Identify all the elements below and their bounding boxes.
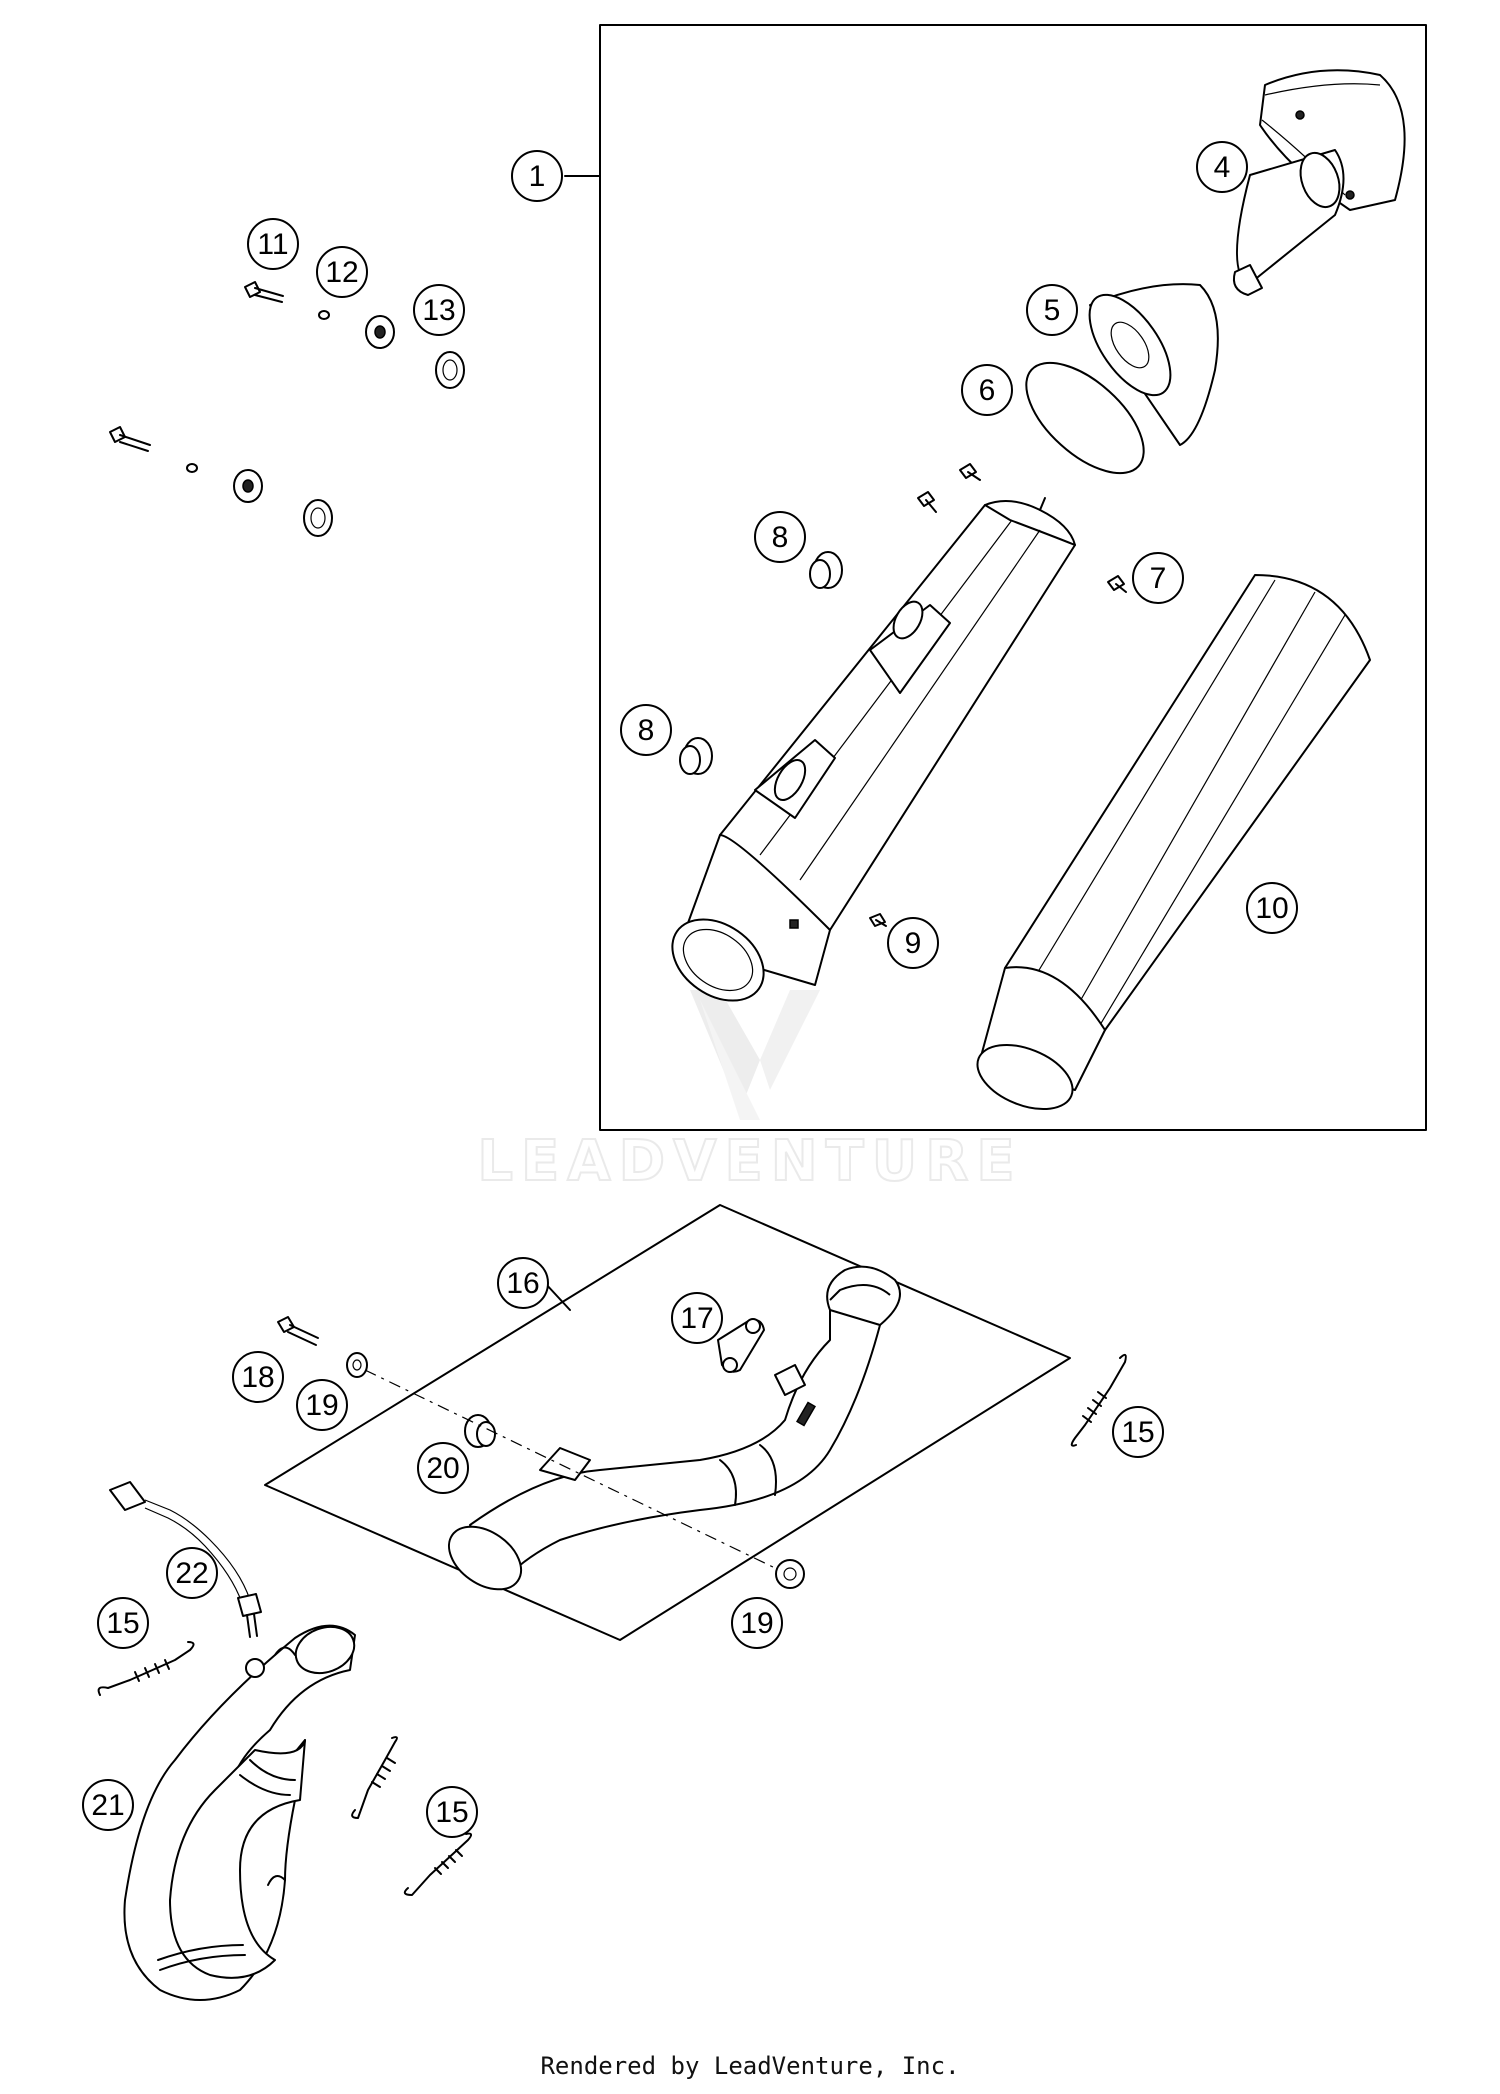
svg-text:15: 15: [1121, 1416, 1154, 1449]
svg-text:8: 8: [638, 714, 655, 747]
callout-22: 22: [166, 1547, 218, 1599]
lambda-sensor: [109, 1481, 262, 1638]
svg-text:11: 11: [257, 228, 288, 261]
svg-text:20: 20: [426, 1452, 459, 1485]
callout-10: 10: [1246, 882, 1298, 934]
manifold-pipe: [447, 1265, 901, 1591]
svg-text:4: 4: [1214, 151, 1231, 184]
callout-9: 9: [887, 917, 939, 969]
svg-text:10: 10: [1255, 892, 1288, 925]
callout-17: 17: [671, 1292, 723, 1344]
callout-5: 5: [1026, 284, 1078, 336]
muffler-body: [671, 497, 1076, 1002]
muffler-assembly-box: [599, 24, 1427, 1131]
manifold-hardware: [277, 1316, 805, 1589]
mounting-hardware-upper: [244, 281, 465, 389]
callout-11: 11: [247, 218, 299, 270]
svg-text:5: 5: [1044, 294, 1061, 327]
bracket: [717, 1318, 765, 1373]
manifold-assembly-box: [264, 1204, 1071, 1641]
svg-text:13: 13: [422, 294, 455, 327]
callout-13: 13: [413, 284, 465, 336]
callout-1: 1: [511, 150, 563, 202]
callout-15b: 15: [97, 1597, 149, 1649]
watermark-logo: [690, 990, 820, 1120]
mounting-hardware-lower: [109, 426, 333, 537]
footer-credit: Rendered by LeadVenture, Inc.: [540, 2052, 960, 2080]
svg-text:15: 15: [435, 1796, 468, 1829]
screws: [869, 463, 1127, 927]
svg-text:9: 9: [905, 927, 922, 960]
svg-text:1: 1: [529, 160, 546, 193]
callout-6: 6: [961, 364, 1013, 416]
leader-line-16: [544, 1282, 571, 1311]
callout-15a: 15: [1112, 1406, 1164, 1458]
gasket-ring: [1025, 361, 1145, 475]
watermark-text: LEADVENTURE: [477, 1129, 1022, 1194]
callout-21: 21: [82, 1779, 134, 1831]
cone-cap: [1088, 283, 1219, 446]
muffler-sleeve: [976, 574, 1371, 1111]
svg-text:22: 22: [175, 1557, 208, 1590]
watermark: LEADVENTURE: [476, 990, 1022, 1195]
grommets: [679, 551, 843, 775]
callout-19a: 19: [296, 1379, 348, 1431]
svg-text:8: 8: [772, 521, 789, 554]
svg-text:21: 21: [91, 1789, 124, 1822]
svg-text:12: 12: [325, 256, 358, 289]
callout-20: 20: [417, 1442, 469, 1494]
end-cap-insert: [1232, 69, 1406, 296]
callout-8a: 8: [754, 511, 806, 563]
callout-16: 16: [497, 1257, 549, 1309]
svg-text:6: 6: [979, 374, 996, 407]
svg-text:15: 15: [106, 1607, 139, 1640]
svg-text:17: 17: [680, 1302, 713, 1335]
callout-8b: 8: [620, 704, 672, 756]
callout-4: 4: [1196, 141, 1248, 193]
callout-15c: 15: [426, 1786, 478, 1838]
header-pipe: [123, 1624, 356, 2001]
callout-12: 12: [316, 246, 368, 298]
callout-7: 7: [1132, 552, 1184, 604]
svg-text:7: 7: [1150, 562, 1167, 595]
svg-text:19: 19: [305, 1389, 338, 1422]
svg-text:19: 19: [740, 1607, 773, 1640]
callout-19b: 19: [731, 1597, 783, 1649]
callout-18: 18: [232, 1351, 284, 1403]
springs: [97, 1353, 1127, 1896]
svg-text:16: 16: [506, 1267, 539, 1300]
svg-text:18: 18: [241, 1361, 274, 1394]
